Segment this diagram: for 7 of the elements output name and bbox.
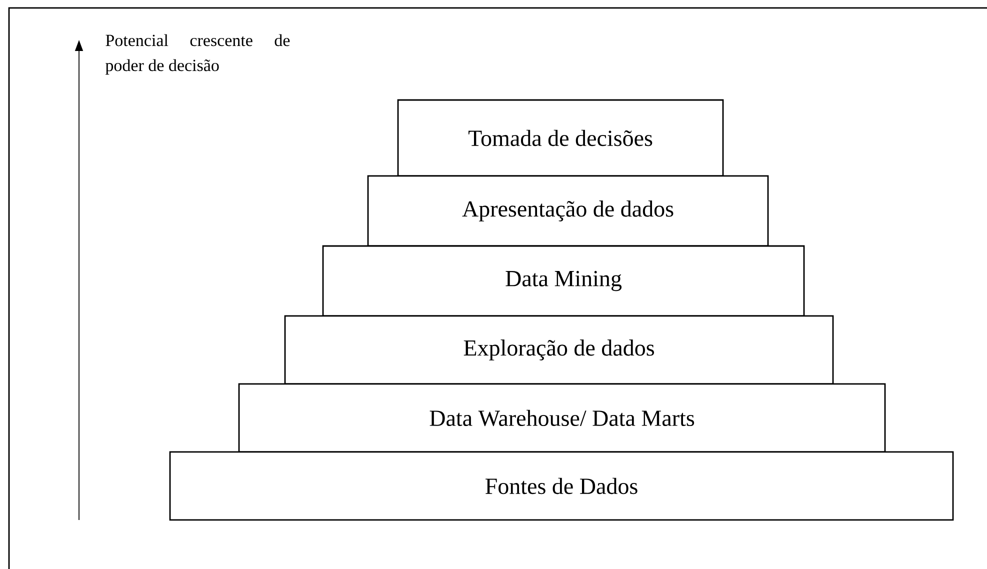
pyramid-step: Data Mining	[322, 245, 805, 317]
pyramid-step: Fontes de Dados	[169, 451, 954, 521]
pyramid-step: Apresentação de dados	[367, 175, 769, 247]
pyramid-step: Tomada de decisões	[397, 99, 724, 177]
pyramid-step: Exploração de dados	[284, 315, 834, 385]
pyramid-step: Data Warehouse/ Data Marts	[238, 383, 886, 453]
axis-label: Potencial crescente de poder de decisão	[105, 34, 290, 75]
